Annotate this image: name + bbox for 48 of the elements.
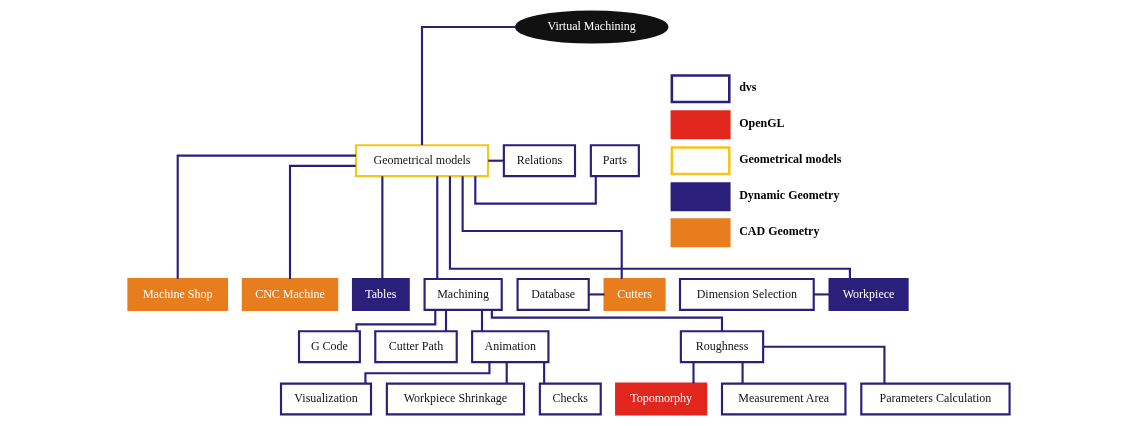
connector: [364, 362, 491, 384]
node-box: CNC Machine: [241, 277, 339, 311]
node-box: Tables: [351, 277, 410, 311]
node-box: Workpiece Shrinkage: [385, 382, 526, 416]
node-box: Visualization: [279, 382, 373, 416]
node-box: Roughness: [679, 330, 765, 364]
node-box: Measurement Area: [720, 382, 847, 416]
connector: [461, 176, 623, 279]
node-box: Machine Shop: [127, 277, 229, 311]
node-box: Cutter Path: [374, 330, 458, 364]
connector: [490, 310, 724, 332]
node-box: Dimension Selection: [678, 277, 815, 311]
connector: [505, 362, 508, 384]
node-box: Checks: [538, 382, 602, 416]
node-box: G Code: [297, 330, 361, 364]
connector: [355, 310, 437, 332]
connector: [763, 345, 886, 384]
legend-label: CAD Geometry: [739, 224, 820, 239]
node-box: Animation: [471, 330, 550, 364]
node-ellipse: Virtual Machining: [514, 10, 669, 44]
connector: [444, 310, 448, 332]
legend-label: dvs: [739, 80, 757, 95]
node-box: Topomorphy: [615, 382, 708, 416]
connector: [420, 25, 516, 146]
node-box: Workpiece: [828, 277, 909, 311]
connector: [474, 176, 597, 205]
connector: [176, 154, 356, 279]
connector: [588, 293, 605, 296]
connector: [288, 164, 356, 279]
connector: [813, 293, 830, 296]
legend-label: Dynamic Geometry: [739, 188, 840, 203]
connector: [543, 362, 546, 384]
node-box: Machining: [423, 277, 503, 311]
node-box: Parts: [589, 144, 640, 178]
node-box: Relations: [502, 144, 577, 178]
node-box: Parameters Calculation: [860, 382, 1011, 416]
connector: [381, 176, 384, 279]
connector: [480, 310, 484, 332]
connector: [741, 362, 744, 384]
connector: [448, 176, 851, 279]
legend-label: OpenGL: [739, 116, 785, 131]
legend-label: Geometrical models: [739, 152, 842, 167]
node-box: Database: [516, 277, 590, 311]
connector: [436, 176, 439, 279]
connector: [488, 159, 504, 162]
node-box: Cutters: [603, 277, 666, 311]
node-box: Geometrical models: [354, 144, 490, 178]
connector: [692, 362, 695, 384]
